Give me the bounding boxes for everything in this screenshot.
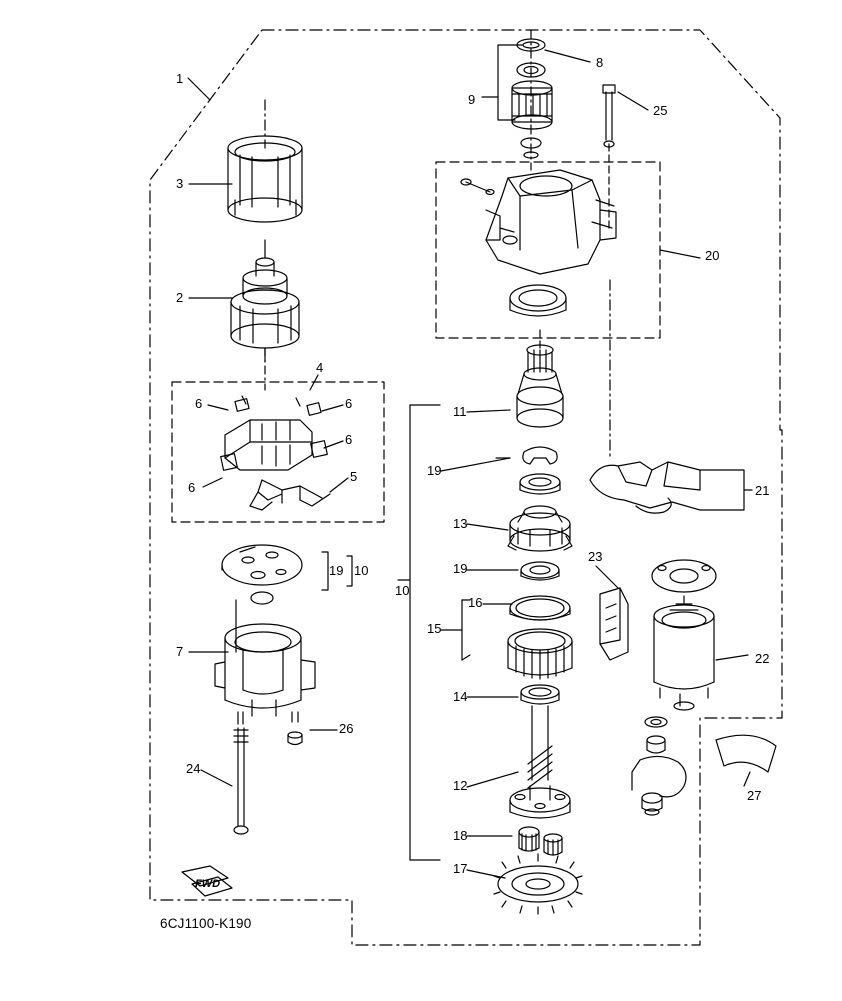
leader-17: [466, 869, 506, 879]
callout-16: 16: [468, 595, 483, 610]
callout-1: 1: [176, 71, 184, 86]
part-2-armature: [230, 239, 300, 391]
linkage-assembly: [631, 716, 687, 816]
callout-13: 13: [453, 516, 468, 531]
part-11-pinion-gear: [466, 329, 564, 428]
callout-2: 2: [176, 290, 184, 305]
callout-19-mid: 19: [427, 463, 442, 478]
part-15-internal-gear: [440, 599, 573, 680]
leader-6c: [323, 440, 344, 449]
callout-11: 11: [453, 404, 467, 419]
bracket-9: [497, 44, 523, 98]
main-assembly-boundary: [149, 29, 783, 946]
part-3-yoke: [227, 99, 303, 223]
callout-27: 27: [747, 788, 762, 803]
callout-23: 23: [588, 549, 603, 564]
part-7-bracket: [214, 623, 316, 746]
callout-3: 3: [176, 176, 184, 191]
part-19-washer: [519, 473, 561, 495]
callout-7: 7: [176, 644, 184, 659]
callout-5: 5: [350, 469, 358, 484]
callout-20: 20: [705, 248, 720, 263]
callout-21: 21: [755, 483, 770, 498]
part-24-bolt: [233, 727, 249, 835]
fwd-direction-label: FWD: [195, 878, 221, 890]
part-22-cap: [651, 559, 717, 593]
leader-12: [466, 771, 519, 788]
part-4-boundary: [171, 381, 385, 523]
leader-22: [715, 654, 749, 661]
leader-5: [329, 477, 349, 493]
leader-20: [659, 249, 701, 259]
part-19-clip-upper: [440, 446, 558, 472]
callout-15: 15: [427, 621, 442, 636]
callout-6-d: 6: [188, 480, 196, 495]
leader-8: [544, 49, 591, 63]
part-21-lever: [589, 461, 753, 514]
part-4-brush-holder: [220, 395, 331, 511]
callout-26: 26: [339, 721, 354, 736]
part-16-ring: [482, 595, 571, 621]
part-25-bolt: [602, 84, 649, 231]
leader-19b: [440, 457, 511, 472]
callout-8: 8: [596, 55, 604, 70]
leader-11: [466, 409, 511, 413]
leader-23: [595, 565, 619, 589]
leader-13: [466, 523, 509, 531]
part-23-brush-plate: [595, 565, 629, 661]
part-10-end-cover: [221, 544, 303, 605]
callout-24: 24: [186, 761, 201, 776]
fwd-arrow: [181, 865, 233, 897]
leader-1: [187, 77, 211, 101]
callout-22: 22: [755, 651, 770, 666]
callout-18: 18: [453, 828, 468, 843]
part-14-bearing: [466, 684, 560, 705]
part-20-boundary: [435, 161, 661, 339]
part-8-9-group: [481, 29, 591, 171]
part-18-gears: [466, 826, 563, 856]
part-20-housing: [460, 169, 701, 317]
part-27-cover: [715, 734, 777, 787]
bracket-10-left: [346, 555, 353, 587]
callout-25: 25: [653, 103, 668, 118]
leader-6d: [202, 477, 223, 488]
part-17-ring-gear: [466, 853, 583, 915]
leader-25: [617, 91, 649, 111]
callout-12: 12: [453, 778, 468, 793]
bracket-19-left: [321, 551, 329, 591]
callout-6-a: 6: [195, 396, 203, 411]
part-13-clutch: [466, 505, 573, 552]
callout-19-low: 19: [453, 561, 468, 576]
part-22-solenoid: [651, 559, 749, 711]
part-12-shaft: [466, 705, 571, 819]
callout-9: 9: [468, 92, 476, 107]
part-19-seal: [250, 591, 274, 605]
leader-27: [743, 771, 751, 787]
leader-6b: [321, 404, 344, 412]
leader-6a: [207, 404, 229, 411]
part-code-label: 6CJ1100-K190: [160, 916, 252, 931]
callout-17: 17: [453, 861, 468, 876]
part-9-pinion: [511, 80, 553, 130]
callout-6-b: 6: [345, 396, 353, 411]
part-19-washer-lower: [466, 561, 560, 581]
callout-19-left: 19: [329, 563, 344, 578]
callout-10-left: 10: [354, 563, 369, 578]
callout-14: 14: [453, 689, 468, 704]
callout-10-center: 10: [395, 583, 410, 598]
leader-24: [200, 769, 233, 787]
callout-4: 4: [316, 360, 324, 375]
callout-6-c: 6: [345, 432, 353, 447]
